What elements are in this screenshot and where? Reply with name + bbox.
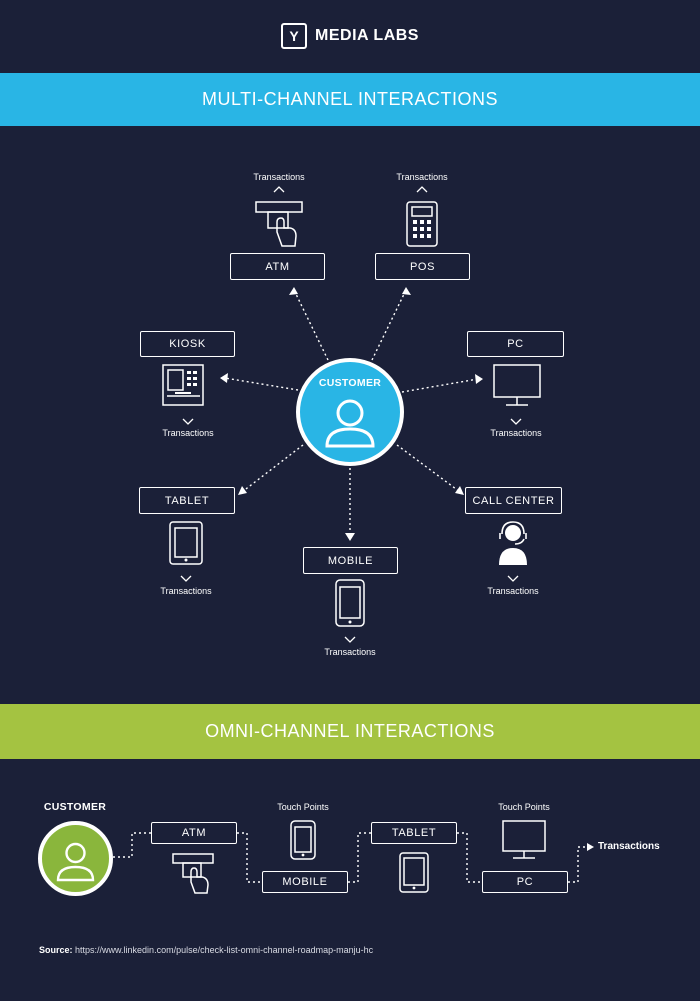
call-center-icon (499, 521, 527, 545)
omni-step-mobile: MOBILE (262, 871, 348, 893)
chevron-up-icon (273, 186, 285, 193)
multi-channel-title: MULTI-CHANNEL INTERACTIONS (201, 89, 499, 109)
pc-monitor-icon (502, 820, 546, 859)
source-label: Source: (39, 945, 73, 955)
omni-transactions-label: Transactions (598, 841, 660, 852)
omni-connector-tablet-pc (457, 832, 482, 883)
transactions-label-pos: Transactions (396, 172, 448, 182)
channel-atm: ATM (230, 253, 325, 280)
source-line: Source: https://www.linkedin.com/pulse/c… (39, 945, 373, 955)
chevron-up-icon (416, 186, 428, 193)
header-logo: Y MEDIA LABS (0, 0, 700, 72)
customer-person-icon (56, 842, 95, 882)
omni-channel-title: OMNI-CHANNEL INTERACTIONS (205, 721, 495, 741)
tablet-icon (169, 521, 203, 565)
pos-terminal-icon (406, 201, 438, 247)
omni-customer-node (38, 821, 113, 896)
connector-callcenter (396, 444, 461, 493)
omni-step-tablet: TABLET (371, 822, 457, 844)
omni-step-pc: PC (482, 871, 568, 893)
customer-person-icon (325, 399, 375, 448)
logo-mark: Y (281, 23, 308, 49)
pc-monitor-icon (493, 364, 541, 406)
channel-kiosk: KIOSK (140, 331, 235, 357)
transactions-label-atm: Transactions (253, 172, 305, 182)
connector-kiosk (224, 377, 299, 391)
kiosk-icon (162, 364, 204, 406)
customer-node (296, 358, 404, 466)
omni-connector-pc-transactions (568, 846, 590, 883)
channel-pos: POS (375, 253, 470, 280)
transactions-label-call-center: Transactions (487, 586, 539, 596)
omni-connector-atm-mobile (237, 832, 262, 883)
channel-mobile: MOBILE (303, 547, 398, 574)
customer-label: CUSTOMER (318, 377, 382, 389)
touch-points-label-1: Touch Points (277, 802, 329, 812)
channel-call-center: CALL CENTER (465, 487, 562, 514)
logo-text: MEDIA LABS (315, 27, 419, 44)
chevron-down-icon (344, 636, 356, 643)
transactions-label-kiosk: Transactions (162, 428, 214, 438)
atm-icon (172, 853, 214, 894)
chevron-down-icon (507, 575, 519, 582)
mobile-phone-icon (290, 820, 316, 860)
mobile-phone-icon (335, 579, 365, 627)
chevron-down-icon (180, 575, 192, 582)
chevron-down-icon (182, 418, 194, 425)
omni-customer-label: CUSTOMER (43, 801, 107, 813)
tablet-icon (399, 852, 429, 893)
atm-icon (255, 201, 303, 247)
source-url[interactable]: https://www.linkedin.com/pulse/check-lis… (75, 945, 374, 955)
chevron-down-icon (510, 418, 522, 425)
transactions-label-mobile: Transactions (324, 647, 376, 657)
touch-points-label-2: Touch Points (498, 802, 550, 812)
channel-pc: PC (467, 331, 564, 357)
transactions-label-tablet: Transactions (160, 586, 212, 596)
omni-channel-banner: OMNI-CHANNEL INTERACTIONS (0, 704, 700, 759)
multi-channel-banner: MULTI-CHANNEL INTERACTIONS (0, 73, 700, 126)
omni-step-atm: ATM (151, 822, 237, 844)
omni-connector-mobile-tablet (348, 832, 371, 883)
omni-connector-customer-atm (113, 832, 151, 858)
transactions-label-pc: Transactions (490, 428, 542, 438)
channel-tablet: TABLET (139, 487, 235, 514)
